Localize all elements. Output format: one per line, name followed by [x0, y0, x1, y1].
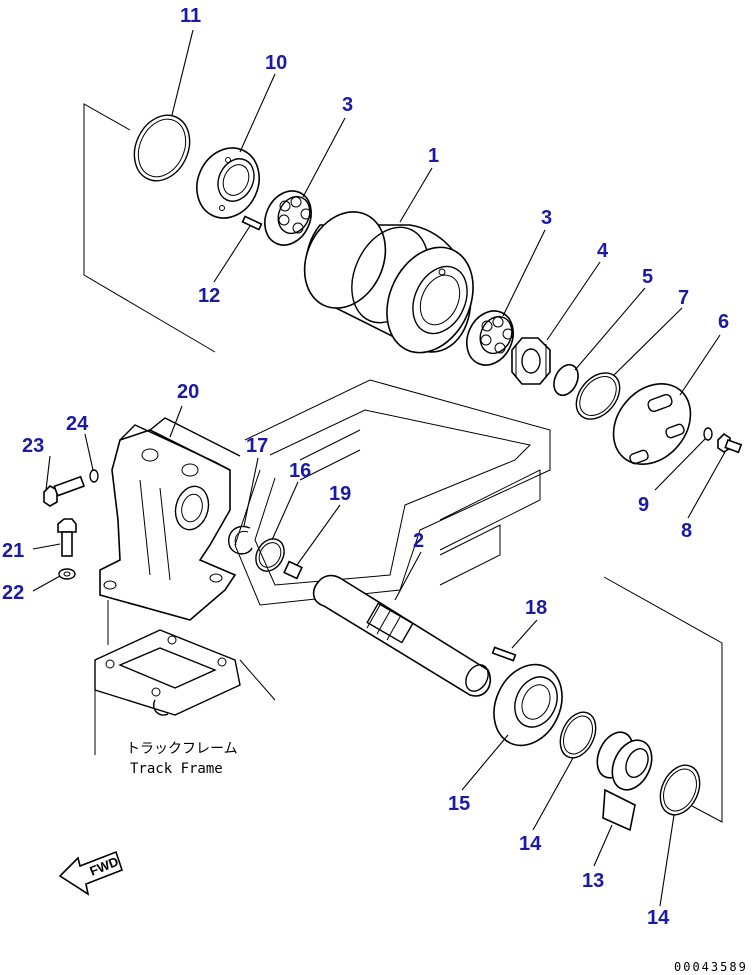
callout-23: 23	[22, 435, 44, 457]
callout-12: 12	[198, 285, 220, 307]
callout-14-lower-left: 14	[519, 833, 542, 855]
part-7-o-ring	[575, 372, 621, 420]
callout-18: 18	[525, 597, 547, 619]
callout-8: 8	[681, 520, 692, 542]
callout-3-upper: 3	[342, 94, 353, 116]
track-frame-label-en: Track Frame	[130, 761, 223, 777]
callout-10: 10	[265, 52, 287, 74]
part-12-dowel-pin	[241, 215, 263, 231]
callout-15: 15	[448, 793, 470, 815]
part-8-bolt	[717, 432, 743, 454]
part-3-upper-bearing	[264, 190, 312, 246]
part-18-pin	[491, 646, 517, 662]
part-19-plug	[283, 560, 303, 580]
part-20-bracket	[99, 417, 241, 621]
track-frame-sketch	[94, 600, 276, 755]
callout-1: 1	[428, 145, 439, 167]
callout-20: 20	[177, 381, 199, 403]
part-6-cover	[612, 383, 692, 465]
part-2-shaft	[312, 574, 492, 697]
part-4-nut	[511, 337, 551, 385]
part-3-lower-bearing	[466, 310, 514, 366]
callout-11: 11	[180, 5, 201, 27]
callout-24: 24	[66, 413, 89, 435]
callout-22: 22	[2, 582, 24, 604]
callout-2: 2	[413, 530, 424, 552]
callout-4: 4	[597, 240, 609, 262]
callout-6: 6	[718, 311, 729, 333]
callout-21: 21	[2, 540, 24, 562]
callout-14-lower-right: 14	[647, 907, 670, 929]
part-5-plate	[553, 363, 579, 397]
callout-17: 17	[246, 435, 268, 457]
part-23-bolt	[43, 475, 86, 507]
leader-lines	[32, 29, 726, 907]
callout-labels: 11 10 3 1 12 3 4 5 7 6 9 8 20 24 23 21 2…	[2, 5, 729, 929]
part-24-washer	[89, 469, 99, 483]
callout-9: 9	[638, 494, 649, 516]
callout-3-lower: 3	[541, 207, 552, 229]
part-11-o-ring	[133, 114, 191, 182]
part-9-washer	[703, 427, 713, 441]
callout-5: 5	[642, 266, 653, 288]
lower-group-bracket	[603, 576, 723, 823]
part-13-seal	[596, 731, 653, 832]
callout-13: 13	[582, 870, 604, 892]
part-16-o-ring	[255, 538, 285, 572]
part-15-collar	[493, 663, 563, 747]
callout-7: 7	[678, 287, 689, 309]
part-14-o-ring-b	[659, 764, 701, 816]
part-10-collar	[196, 147, 260, 219]
document-number: 00043589	[674, 960, 748, 974]
part-21-bolt	[57, 518, 77, 557]
callout-16: 16	[289, 460, 311, 482]
upper-group-bracket	[83, 103, 216, 353]
callout-19: 19	[329, 483, 351, 505]
forward-direction-arrow: FWD	[58, 850, 123, 896]
part-17-snap-ring	[228, 525, 253, 555]
part-1-roller	[303, 211, 474, 354]
track-frame-label-jp: トラックフレーム	[126, 741, 238, 757]
watermark-outline	[234, 379, 551, 606]
part-22-washer	[58, 568, 76, 580]
part-14-o-ring-a	[559, 711, 597, 759]
